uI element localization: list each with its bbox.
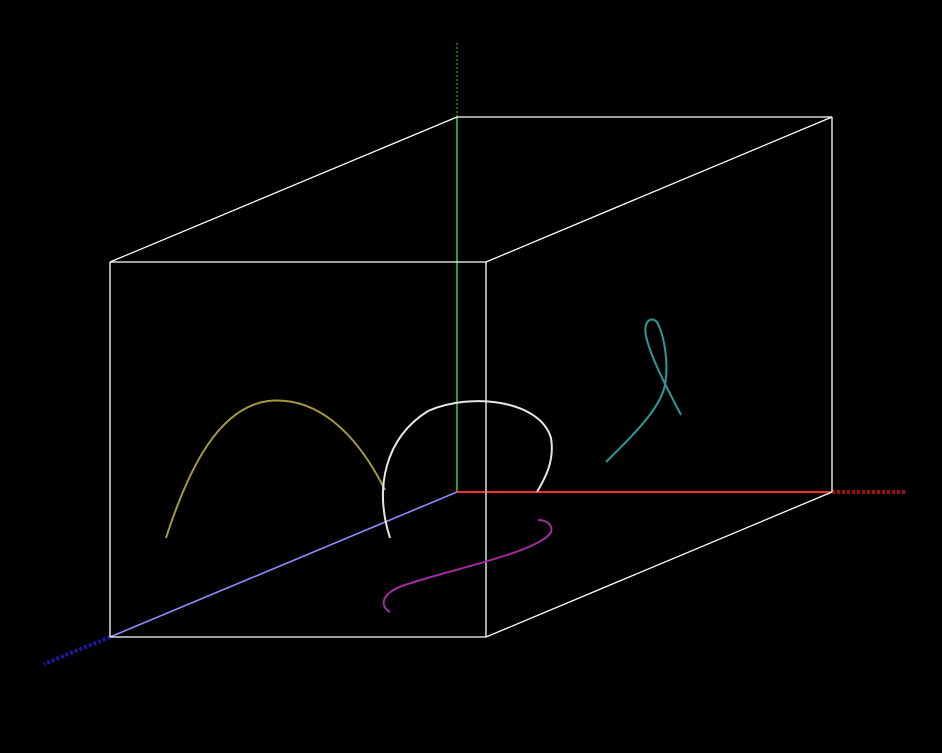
z-axis-extension — [43, 635, 111, 666]
z-axis — [109, 491, 458, 638]
teal-loop-curve — [605, 318, 682, 463]
white-loop-curve — [382, 400, 553, 539]
magenta-s-curve — [382, 519, 553, 613]
box-edge — [109, 116, 458, 263]
box-edge — [485, 491, 833, 638]
bounding-box — [109, 116, 833, 638]
olive-arch-curve — [165, 399, 386, 539]
box-edge — [485, 116, 833, 263]
